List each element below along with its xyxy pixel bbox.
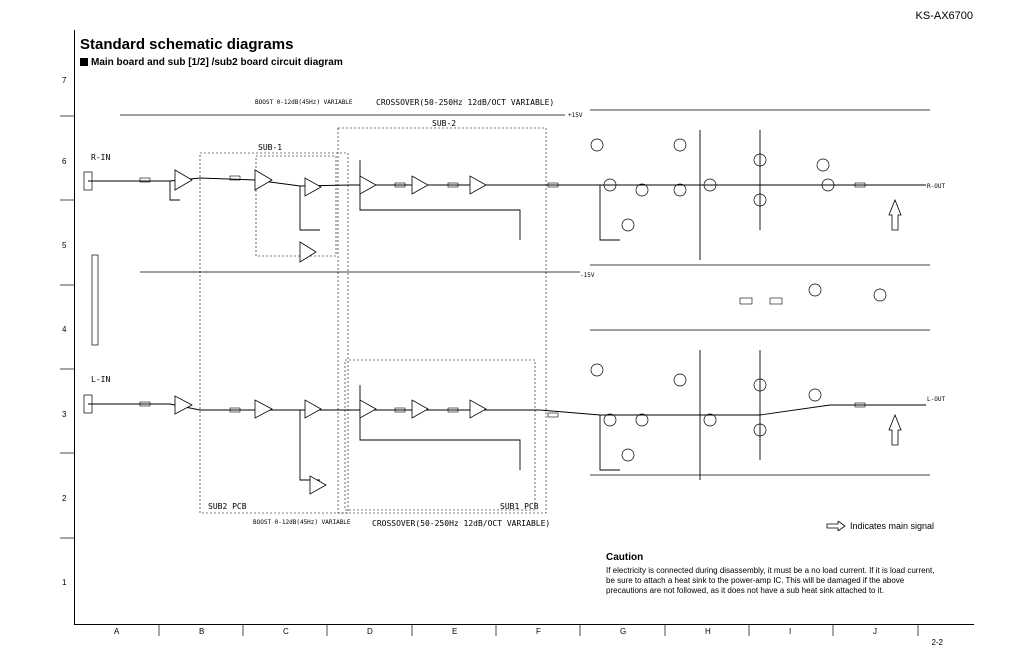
page-number: 2-2 [931,638,943,647]
row-label-5: 5 [62,241,67,250]
model-number: KS-AX6700 [915,10,973,22]
l-out-label: L-OUT [927,396,945,403]
col-label-f: F [536,627,541,636]
boost-label-top: BOOST 0-12dB(45Hz) VARIABLE [255,99,353,106]
row-label-3: 3 [62,410,67,419]
power-rails [120,109,930,476]
transistors [590,138,887,462]
plus15v-label: +15V [568,112,583,119]
r-in-label: R-IN [91,153,110,162]
crossover-label-bottom: CROSSOVER(50-250Hz 12dB/OCT VARIABLE) [372,519,550,528]
row-label-1: 1 [62,578,67,587]
col-label-h: H [705,627,711,636]
sub1-label: SUB-1 [258,143,282,152]
sub1-pcb-label: SUB1 PCB [500,502,539,511]
sub2-pcb-label: SUB2 PCB [208,502,247,511]
passive-components [139,175,866,418]
r-out-label: R-OUT [927,183,945,190]
l-channel-path [88,350,926,481]
col-label-i: I [789,627,792,636]
main-signal-legend: Indicates main signal [826,521,934,531]
subtitle-text: Main board and sub [1/2] /sub2 board cir… [91,57,343,68]
grid-ticks [60,115,919,636]
col-label-b: B [199,627,205,636]
row-label-7: 7 [62,76,67,85]
r-channel-path [88,130,926,260]
row-label-6: 6 [62,157,67,166]
col-label-a: A [114,627,120,636]
caution-title: Caution [606,552,644,563]
legend-text: Indicates main signal [850,521,935,531]
op-amps [174,169,487,495]
row-label-4: 4 [62,325,67,334]
input-connectors [83,171,99,414]
col-label-e: E [452,627,458,636]
hollow-arrow-icon [826,521,846,531]
col-label-g: G [620,627,627,636]
caution-text: If electricity is connected during disas… [606,566,935,595]
square-bullet-icon [80,58,88,66]
l-in-label: L-IN [91,375,110,384]
boost-label-bottom: BOOST 0-12dB(45Hz) VARIABLE [253,519,351,526]
page-title: Standard schematic diagrams [80,36,294,53]
sub-board-boundaries [199,127,547,514]
col-label-d: D [367,627,373,636]
frame-bottom-border [74,624,974,625]
minus15v-label: -15V [580,272,595,279]
sub2-label: SUB-2 [432,119,456,128]
col-label-j: J [873,627,877,636]
row-label-2: 2 [62,494,67,503]
page-subtitle: Main board and sub [1/2] /sub2 board cir… [80,57,343,68]
frame-left-border [74,30,75,624]
signal-arrows [888,198,902,446]
col-label-c: C [283,627,289,636]
crossover-label-top: CROSSOVER(50-250Hz 12dB/OCT VARIABLE) [376,98,554,107]
